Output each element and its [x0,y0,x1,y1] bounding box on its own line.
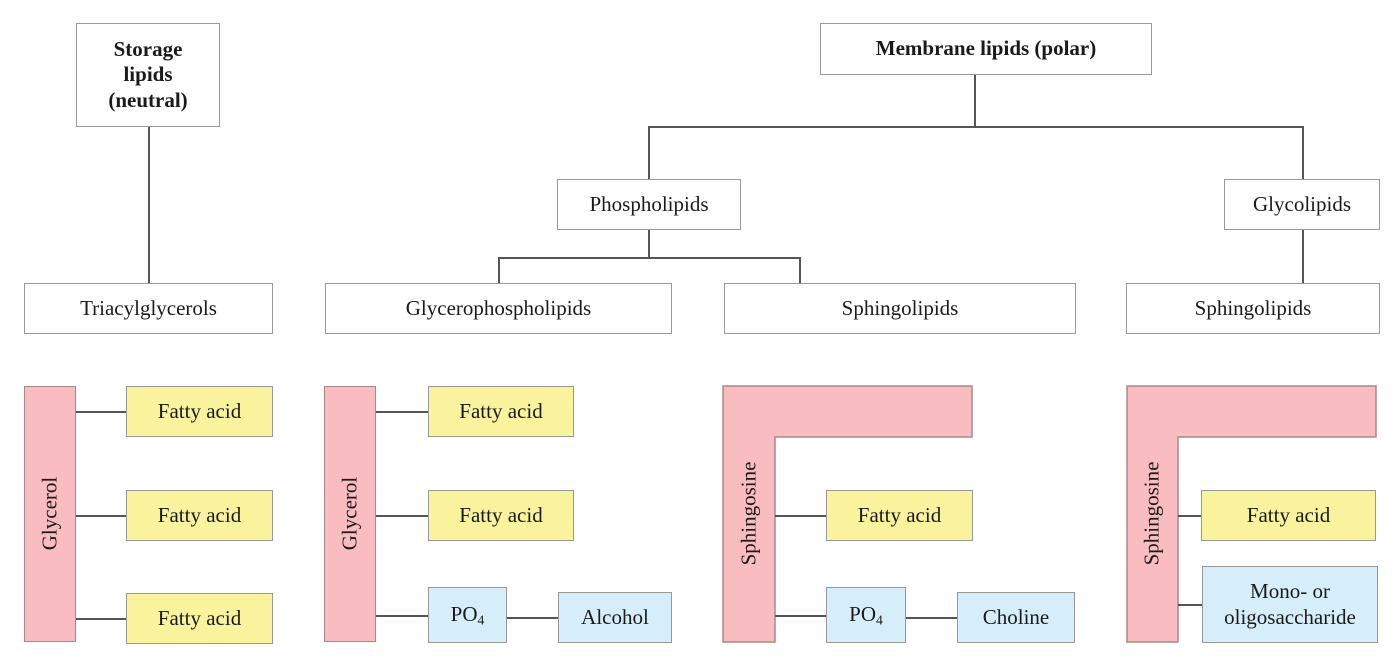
fatty-acid-box: Fatty acid [826,490,973,541]
connector-to-sphingolipids [799,257,801,283]
connector-phospholipids-branch [498,257,800,259]
fatty-acid-label: Fatty acid [157,605,242,630]
connector-membrane-down [974,74,976,126]
membrane-lipids-node: Membrane lipids (polar) [820,23,1152,75]
bond-line [376,411,429,413]
storage-line-2: lipids [123,62,173,87]
bond-line [376,615,429,617]
fatty-acid-label: Fatty acid [459,502,543,527]
bond-line [1178,515,1202,517]
sphingolipids-label-1: Sphingolipids [841,295,959,320]
sphingolipids-label-2: Sphingolipids [1194,295,1312,320]
glycerol-backbone-1 [24,386,76,642]
sphingolipids-node-1: Sphingolipids [724,283,1076,334]
glycolipids-node: Glycolipids [1224,179,1380,230]
bond-line [775,515,827,517]
storage-lipids-node: Storage lipids (neutral) [76,23,220,127]
connector-to-glycolipids [1302,126,1304,179]
phospholipids-label: Phospholipids [589,191,709,216]
glycolipids-label: Glycolipids [1253,191,1351,216]
connector-phospholipids-down [648,229,650,257]
saccharide-box: Mono- or oligosaccharide [1202,566,1378,643]
alcohol-box: Alcohol [558,592,672,643]
fatty-acid-box: Fatty acid [428,490,574,541]
phosphate-subscript: 4 [876,612,883,628]
triacylglycerols-node: Triacylglycerols [24,283,273,334]
fatty-acid-label: Fatty acid [157,398,242,423]
phosphate-label: PO4 [451,602,485,629]
glycerophospholipids-node: Glycerophospholipids [325,283,672,334]
sphingolipids-node-2: Sphingolipids [1126,283,1380,334]
bond-line [76,618,127,620]
connector-glycolipids-sphingolipids [1302,229,1304,283]
bond-line [905,617,958,619]
triacylglycerols-label: Triacylglycerols [80,295,217,320]
phosphate-box: PO4 [428,587,507,643]
bond-line [376,515,429,517]
phosphate-box: PO4 [826,587,906,643]
storage-line-3: (neutral) [108,87,188,112]
phosphate-text: PO [849,601,877,626]
storage-line-1: Storage [113,37,183,62]
saccharide-line-1: Mono- or [1250,579,1330,604]
phosphate-subscript: 4 [477,612,485,628]
fatty-acid-label: Fatty acid [857,502,942,527]
fatty-acid-label: Fatty acid [157,502,242,527]
fatty-acid-box: Fatty acid [126,490,273,541]
glycerol-backbone-2 [324,386,376,642]
fatty-acid-box: Fatty acid [126,386,273,437]
bond-line [775,615,827,617]
fatty-acid-box: Fatty acid [428,386,574,437]
phosphate-text: PO [450,601,478,626]
bond-line [76,515,127,517]
connector-to-phospholipids [648,126,650,179]
choline-box: Choline [957,592,1075,643]
bond-line [506,617,559,619]
choline-label: Choline [982,604,1050,629]
fatty-acid-box: Fatty acid [126,593,273,644]
connector-storage-triacylglycerols [148,126,150,283]
saccharide-line-2: oligosaccharide [1224,604,1356,629]
alcohol-label: Alcohol [581,604,649,629]
fatty-acid-label: Fatty acid [459,398,543,423]
connector-membrane-branch [648,126,1303,128]
fatty-acid-label: Fatty acid [1246,502,1331,527]
bond-line [1178,604,1203,606]
phosphate-label: PO4 [849,602,883,629]
phospholipids-node: Phospholipids [557,179,741,230]
bond-line [76,411,127,413]
connector-to-glycerophospholipids [498,257,500,283]
fatty-acid-box: Fatty acid [1201,490,1376,541]
membrane-lipids-label: Membrane lipids (polar) [875,36,1097,61]
sphingosine-label-2: Sphingosine [1139,461,1164,566]
glycerophospholipids-label: Glycerophospholipids [405,295,592,320]
